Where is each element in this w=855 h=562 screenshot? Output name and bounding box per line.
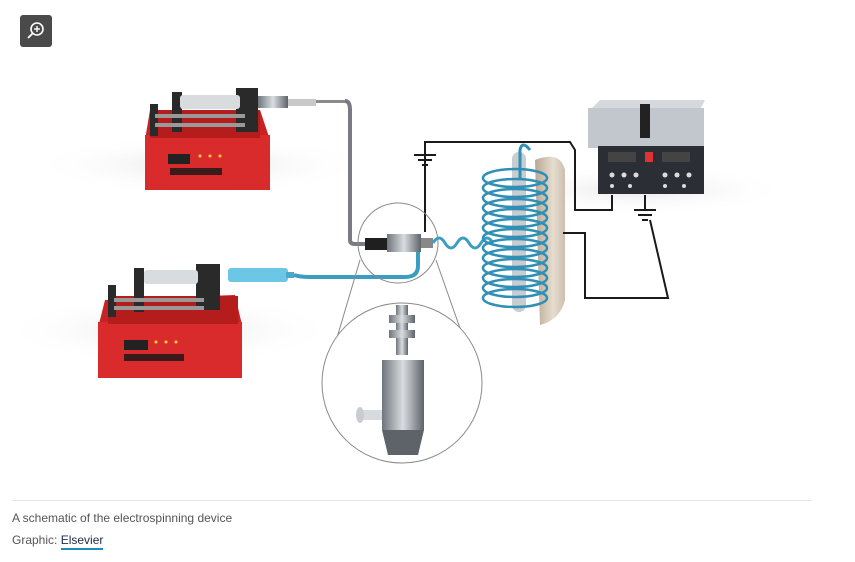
figure-caption: A schematic of the electrospinning devic… <box>12 511 233 525</box>
syringe-pump-bottom <box>98 264 294 378</box>
syringe-pump-top <box>145 88 346 190</box>
ground-icon <box>414 142 436 166</box>
zoom-in-button[interactable] <box>20 15 52 47</box>
high-voltage-power-supply <box>588 100 705 194</box>
zoom-in-icon <box>27 22 44 39</box>
coaxial-nozzle <box>365 234 433 252</box>
ground-icon <box>634 195 656 221</box>
nozzle-magnifier <box>321 202 483 464</box>
figure-credit: Graphic: Elsevier <box>12 533 104 550</box>
credit-label: Graphic: <box>12 533 58 547</box>
caption-divider <box>12 500 812 501</box>
credit-link-elsevier[interactable]: Elsevier <box>60 533 104 550</box>
fiber-coil-collector <box>481 143 565 325</box>
electrospinning-schematic <box>0 88 790 464</box>
